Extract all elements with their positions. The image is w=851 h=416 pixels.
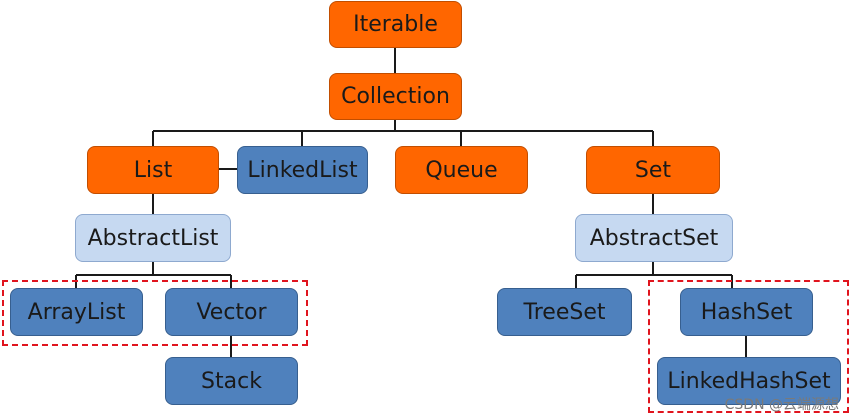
queue-node: Queue bbox=[395, 146, 528, 194]
set-node: Set bbox=[586, 146, 720, 194]
abstractlist-node: AbstractList bbox=[75, 214, 231, 262]
watermark-text: CSDN @云端源想 bbox=[724, 397, 839, 413]
iterable-node: Iterable bbox=[329, 1, 462, 48]
hashset-node: HashSet bbox=[680, 288, 813, 336]
treeset-node: TreeSet bbox=[497, 288, 632, 336]
stack-node: Stack bbox=[165, 357, 298, 405]
collection-node: Collection bbox=[329, 73, 462, 120]
linkedhashset-node: LinkedHashSet bbox=[657, 357, 841, 405]
abstractset-node: AbstractSet bbox=[575, 214, 733, 262]
set-implementations-group bbox=[648, 280, 849, 413]
arraylist-node: ArrayList bbox=[10, 288, 143, 336]
list-node: List bbox=[87, 146, 219, 194]
vector-node: Vector bbox=[165, 288, 298, 336]
linkedlist-node: LinkedList bbox=[237, 146, 368, 194]
list-implementations-group bbox=[2, 280, 308, 346]
